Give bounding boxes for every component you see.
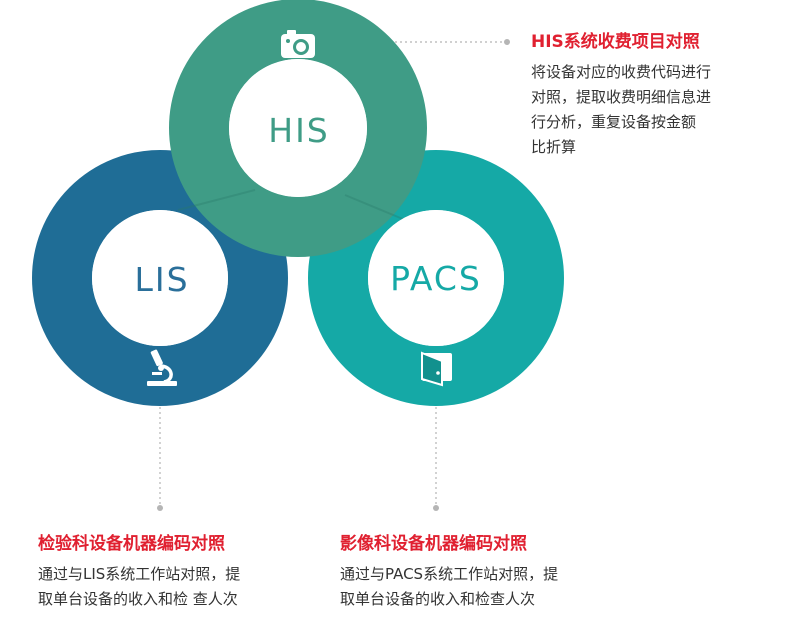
pacs-callout-line: 通过与PACS系统工作站对照，提 [340, 565, 559, 583]
his-ring [169, 0, 427, 257]
his-callout: HIS系统收费项目对照 将设备对应的收费代码进行 对照，提取收费明细信息进 行分… [531, 30, 711, 160]
his-callout-line: 将设备对应的收费代码进行 [531, 63, 712, 81]
lis-ring-band [32, 150, 288, 406]
connectors [157, 39, 510, 511]
his-callout-line: 行分析，重复设备按金额 [531, 113, 697, 131]
his-callout-line: 对照，提取收费明细信息进 [531, 88, 712, 106]
pacs-label: PACS [390, 259, 482, 298]
microscope-icon [147, 349, 177, 386]
lis-callout-line: 通过与LIS系统工作站对照，提 [38, 565, 241, 583]
pacs-inner-disc [368, 210, 504, 346]
his-label: HIS [268, 111, 330, 150]
his-callout-title: HIS系统收费项目对照 [531, 32, 700, 52]
pacs-callout-line: 取单台设备的收入和检查人次 [340, 590, 536, 608]
his-inner-disc [229, 59, 367, 197]
camera-icon [281, 30, 315, 58]
his-connector-dot [504, 39, 510, 45]
lis-callout-line: 取单台设备的收入和检 查人次 [38, 590, 238, 608]
his-seam-right [344, 194, 411, 223]
lis-inner-disc [92, 210, 228, 346]
his-callout-line: 比折算 [531, 138, 577, 156]
pacs-callout: 影像科设备机器编码对照 通过与PACS系统工作站对照，提 取单台设备的收入和检查… [340, 532, 558, 612]
lis-connector-dot [157, 505, 163, 511]
lis-label: LIS [134, 260, 189, 299]
his-seam-left [177, 189, 256, 211]
pacs-connector-dot [433, 505, 439, 511]
pacs-callout-title: 影像科设备机器编码对照 [340, 534, 527, 554]
wallet-icon [421, 351, 452, 387]
lis-callout: 检验科设备机器编码对照 通过与LIS系统工作站对照，提 取单台设备的收入和检 查… [38, 532, 240, 612]
lis-ring [32, 150, 288, 406]
lis-callout-title: 检验科设备机器编码对照 [38, 534, 225, 554]
his-ring-band [169, 0, 427, 257]
